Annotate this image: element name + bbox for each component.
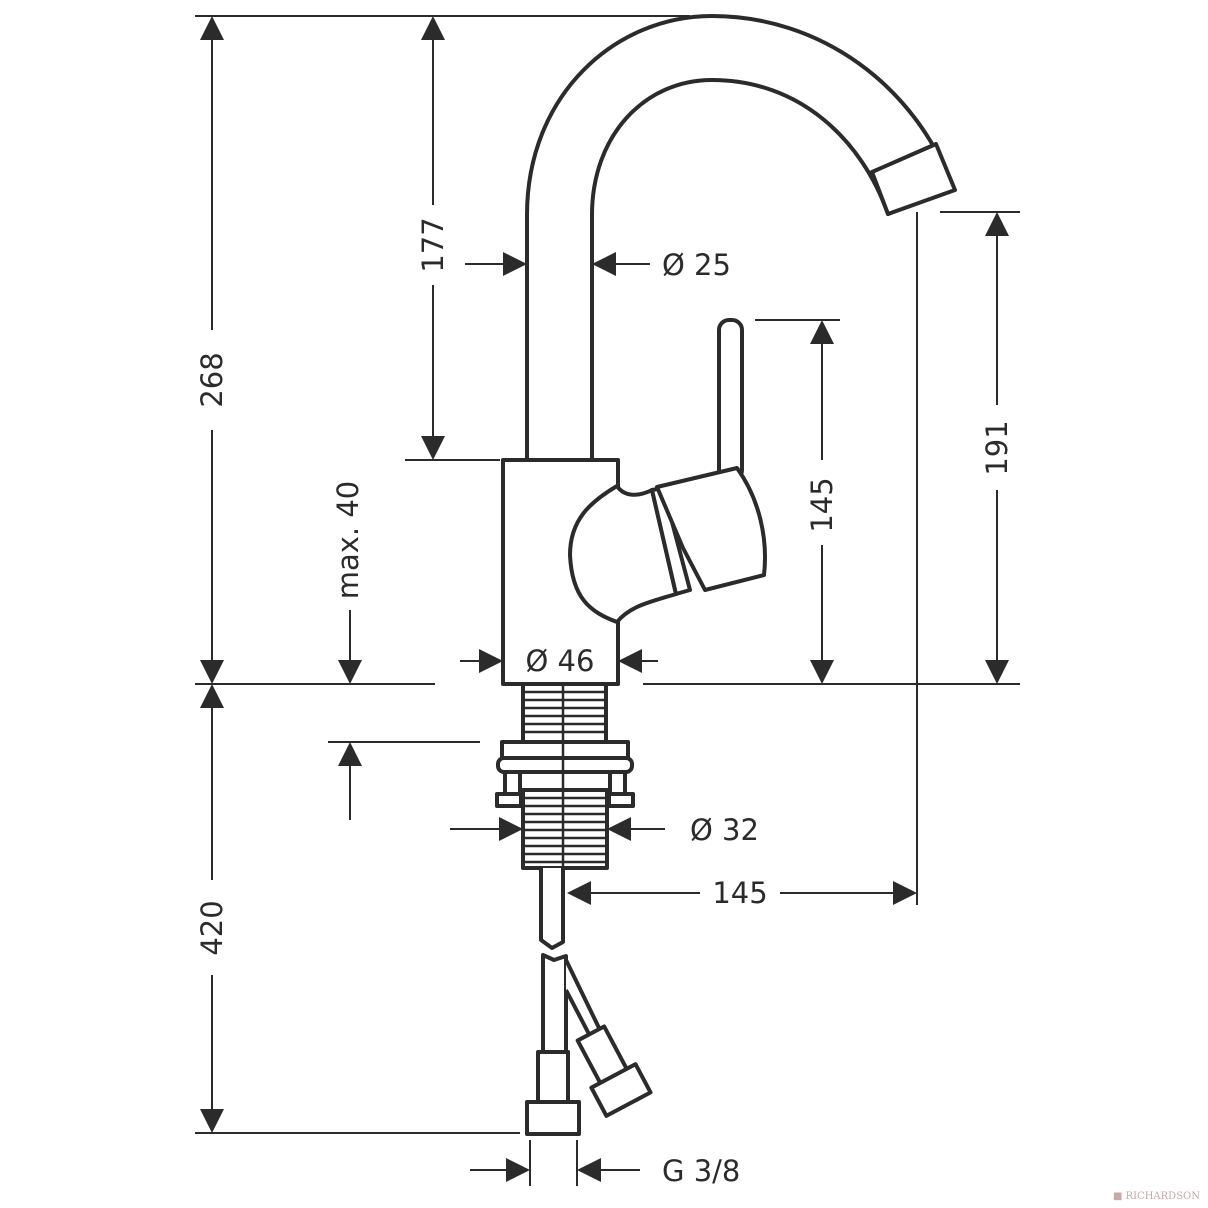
dim-projection: 145 xyxy=(712,876,767,910)
dim-lever-height: 145 xyxy=(805,477,839,532)
dim-total-height: 268 xyxy=(195,352,229,407)
dim-hose-length: 420 xyxy=(195,900,229,955)
shank-assembly xyxy=(495,682,653,1136)
lever-handle xyxy=(655,466,767,592)
faucet-outline xyxy=(501,14,957,686)
spout-nozzle xyxy=(870,142,957,216)
dim-body-diameter: Ø 46 xyxy=(526,644,595,678)
dim-outlet-height: 191 xyxy=(980,420,1014,475)
dim-shank-diameter: Ø 32 xyxy=(690,813,759,847)
cartridge xyxy=(568,484,678,624)
dimension-lines xyxy=(200,16,1009,1182)
dim-spout-height: 177 xyxy=(416,217,450,272)
dim-connection: G 3/8 xyxy=(662,1154,740,1188)
lever-rod xyxy=(717,318,744,482)
extension-lines xyxy=(195,15,1020,1186)
dim-max-thickness: max. 40 xyxy=(331,481,365,600)
dim-spout-diameter: Ø 25 xyxy=(662,248,731,282)
watermark-logo: ■ RICHARDSON xyxy=(1112,1191,1200,1202)
